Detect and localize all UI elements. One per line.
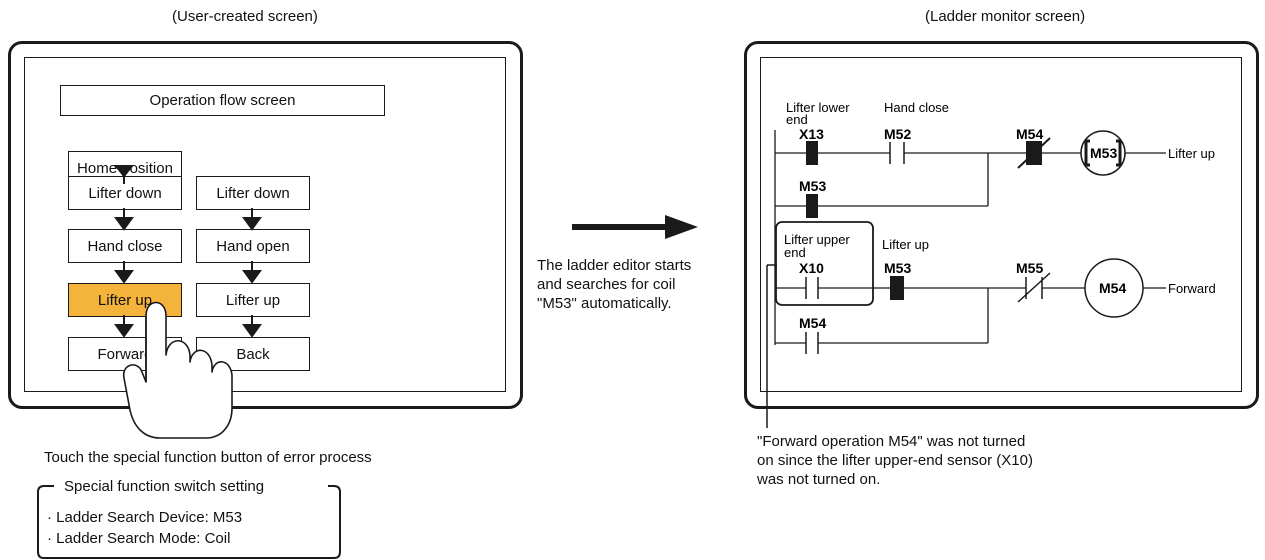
m53-label: Lifter up	[882, 237, 929, 252]
contact-m53-branch-on-icon	[806, 194, 818, 218]
col2-lifter-down-button[interactable]: Lifter down	[196, 176, 310, 210]
coil-m53-icon	[1080, 130, 1126, 176]
operation-flow-title: Operation flow screen	[60, 85, 385, 116]
ladder-screen-frame	[744, 41, 1259, 409]
flow-arrow-icon	[114, 261, 134, 284]
touch-instruction: Touch the special function button of err…	[44, 449, 372, 466]
monitor-note: "Forward operation M54" was not turned o…	[757, 432, 1033, 489]
m54-nc-name: M54	[1016, 126, 1043, 142]
user-screen-caption: (User-created screen)	[172, 8, 318, 25]
flow-arrow-icon	[242, 315, 262, 338]
x10-label-2: end	[784, 245, 806, 260]
setting-bracket	[37, 485, 341, 559]
m52-label: Hand close	[884, 100, 949, 115]
contact-m53-on-icon	[890, 276, 904, 300]
coil-m54-icon	[1084, 258, 1144, 318]
m55-name: M55	[1016, 260, 1043, 276]
contact-x10-icon	[805, 277, 819, 299]
flow-arrow-icon	[114, 208, 134, 231]
branch-m53-name: M53	[799, 178, 826, 194]
editor-note: The ladder editor starts and searches fo…	[537, 256, 691, 313]
setting-mode: · Ladder Search Mode: Coil	[47, 530, 231, 547]
x10-name: X10	[799, 260, 824, 276]
m53-name: M53	[884, 260, 911, 276]
flow-arrow-icon	[242, 208, 262, 231]
flow-arrow-icon	[242, 261, 262, 284]
x13-label-2: end	[786, 112, 808, 127]
contact-m54-nc-on-icon	[1017, 137, 1051, 169]
x13-label: Lifter lower	[786, 100, 850, 115]
col2-lifter-up-button[interactable]: Lifter up	[196, 283, 310, 317]
m52-name: M52	[884, 126, 911, 142]
coil-m54-label: Forward	[1168, 281, 1216, 296]
flow-arrow-icon	[114, 315, 134, 338]
transition-arrow-icon	[572, 215, 698, 239]
editor-note-line: The ladder editor starts	[537, 257, 692, 274]
ladder-screen-caption: (Ladder monitor screen)	[925, 8, 1086, 25]
monitor-note-line: was not turned on.	[757, 471, 881, 488]
branch-m54-name: M54	[799, 315, 826, 331]
ladder-screen-panel	[760, 57, 1242, 392]
editor-note-line: "M53" automatically.	[537, 295, 672, 312]
contact-m52-icon	[889, 142, 905, 164]
setting-title: Special function switch setting	[60, 476, 269, 497]
contact-m55-nc-icon	[1017, 272, 1051, 303]
setting-device: · Ladder Search Device: M53	[47, 509, 243, 526]
col1-hand-close-button[interactable]: Hand close	[68, 229, 182, 263]
contact-x13-on-icon	[806, 141, 818, 165]
monitor-note-line: "Forward operation M54" was not turned	[757, 433, 1026, 450]
flow-arrow-icon	[113, 165, 135, 184]
hand-pointer-icon	[122, 301, 233, 439]
x10-label: Lifter upper	[784, 232, 850, 247]
coil-m54-name: M54	[1099, 280, 1126, 296]
contact-m54-branch-icon	[805, 332, 819, 354]
editor-note-line: and searches for coil	[537, 276, 676, 293]
x13-name: X13	[799, 126, 824, 142]
coil-m53-label: Lifter up	[1168, 146, 1215, 161]
monitor-note-line: on since the lifter upper-end sensor (X1…	[757, 452, 1033, 469]
coil-m53-name: M53	[1090, 145, 1117, 161]
x10-highlight-box	[775, 221, 874, 306]
